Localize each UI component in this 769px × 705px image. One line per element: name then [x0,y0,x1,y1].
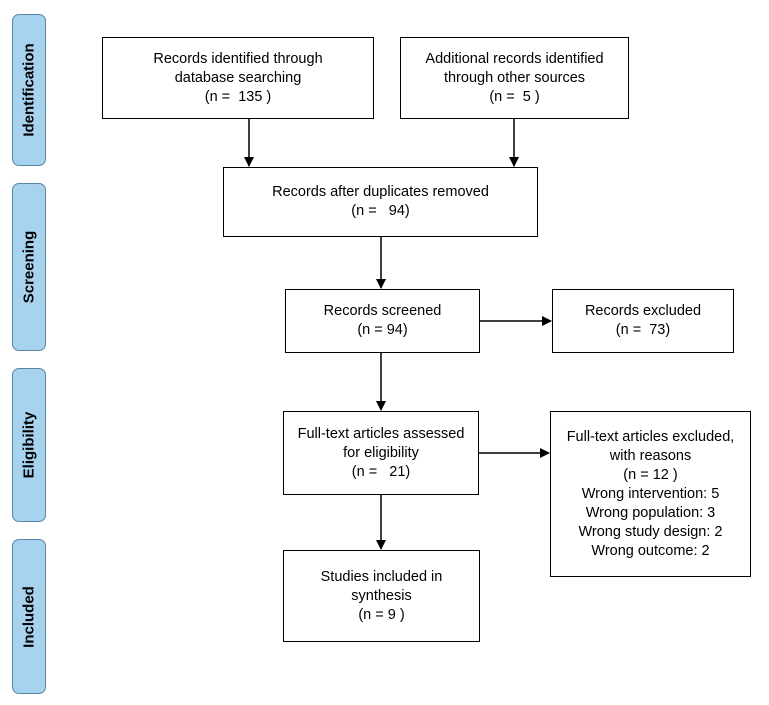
box-duplicates-line-2: (n = 94) [351,203,410,219]
box-ftex-line-2: with reasons [609,447,692,464]
box-after-duplicates: Records after duplicates removed (n = 94… [223,167,538,237]
box-duplicates-line-1: Records after duplicates removed [272,184,489,200]
box-included-line-3: (n = 9 ) [358,606,405,623]
box-database-records: Records identified through database sear… [102,37,374,119]
box-database-line-1: Records identified through [153,50,323,67]
phase-included: Included [12,539,46,694]
box-screened-line-1: Records screened [323,303,442,319]
box-screened-line-2: (n = 94) [357,322,408,338]
box-other-sources: Additional records identified through ot… [400,37,629,119]
box-ftex-line-1: Full-text articles excluded, [566,428,735,445]
box-included-line-1: Studies included in [320,568,443,585]
box-excluded-line-2: (n = 73) [615,322,671,338]
box-included-line-2: synthesis [351,587,412,604]
box-records-screened: Records screened (n = 94) [285,289,480,353]
box-fulltext-assessed: Full-text articles assessed for eligibil… [283,411,479,495]
box-ftex-line-5: Wrong population: 3 [585,504,716,521]
box-fulltext-line-1: Full-text articles assessed [297,425,465,442]
phase-eligibility: Eligibility [12,368,46,522]
box-database-line-2: database searching [174,69,302,86]
box-fulltext-excluded: Full-text articles excluded, with reason… [550,411,751,577]
box-database-line-3: (n = 135 ) [204,88,272,105]
box-fulltext-line-3: (n = 21) [351,463,411,480]
box-excluded-line-1: Records excluded [584,303,702,319]
phase-identification: Identification [12,14,46,166]
box-records-excluded: Records excluded (n = 73) [552,289,734,353]
box-ftex-line-4: Wrong intervention: 5 [581,485,720,502]
box-ftex-line-7: Wrong outcome: 2 [591,542,710,559]
box-studies-included: Studies included in synthesis (n = 9 ) [283,550,480,642]
box-ftex-line-6: Wrong study design: 2 [578,523,723,540]
phase-screening: Screening [12,183,46,351]
box-ftex-line-3: (n = 12 ) [623,466,678,483]
box-other-line-3: (n = 5 ) [489,88,540,105]
box-fulltext-line-2: for eligibility [343,444,419,461]
box-other-line-1: Additional records identified [425,50,604,67]
box-other-line-2: through other sources [443,69,586,86]
